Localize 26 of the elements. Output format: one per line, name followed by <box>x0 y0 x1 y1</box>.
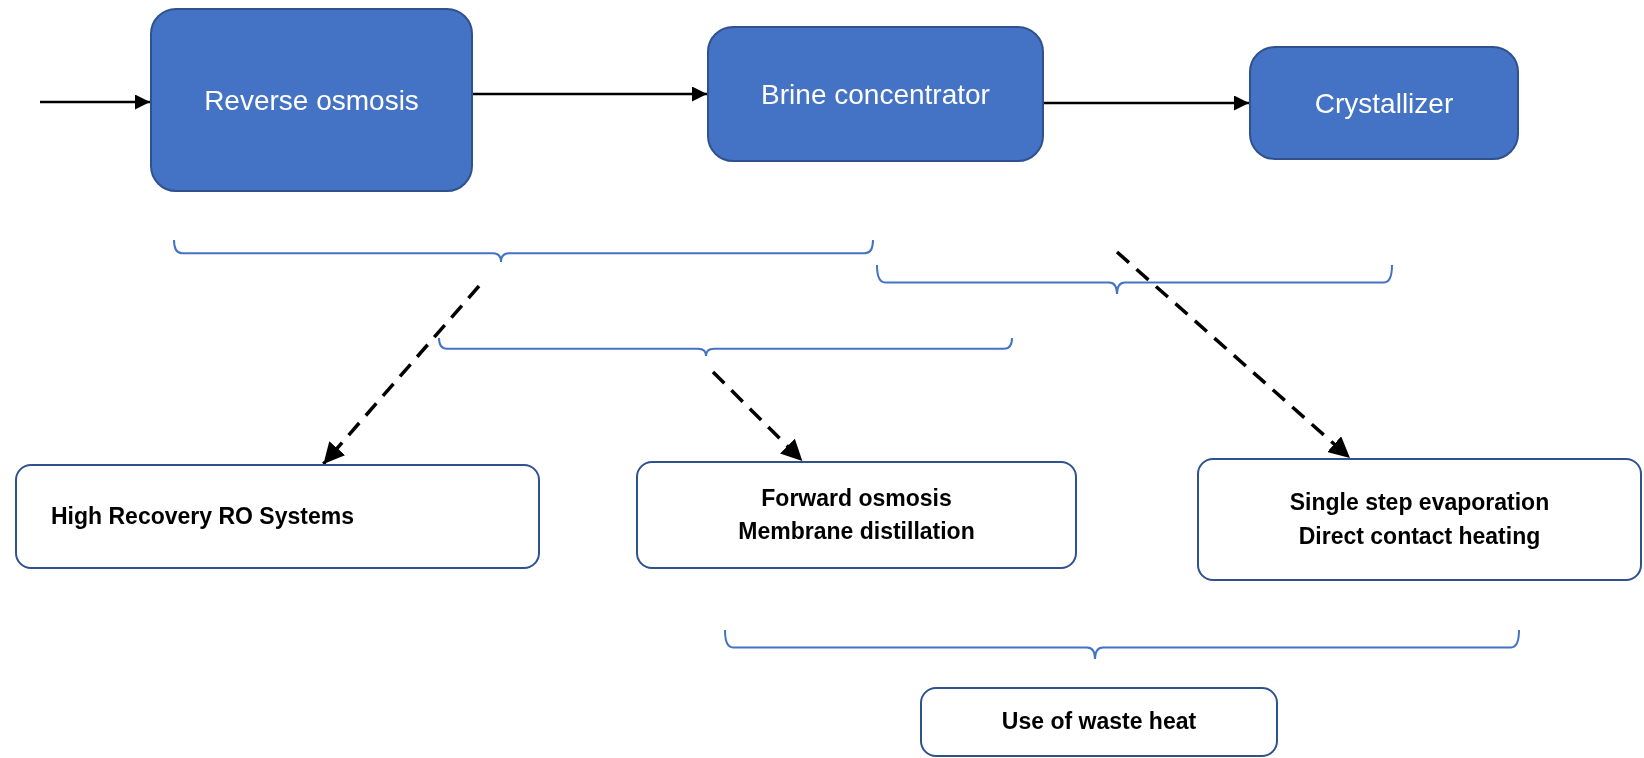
bracket <box>173 239 874 263</box>
box-label: Crystallizer <box>1314 86 1454 121</box>
box-label: High Recovery RO Systems <box>51 501 354 531</box>
box-label: Single step evaporation <box>1289 488 1550 518</box>
dashed-arrow <box>711 370 804 463</box>
box-label: Forward osmosis <box>761 483 952 513</box>
bracket <box>438 337 1013 357</box>
arrow <box>40 94 150 110</box>
option-box <box>920 687 1278 757</box>
option-box <box>1197 458 1642 581</box>
option-box <box>636 461 1077 569</box>
bracket <box>724 629 1520 660</box>
box-label: Use of waste heat <box>1001 707 1197 737</box>
option-box <box>15 464 540 569</box>
dashed-arrow <box>1115 250 1352 460</box>
bracket <box>876 264 1393 295</box>
box-label: Membrane distillation <box>738 517 975 546</box>
process-box <box>1249 46 1519 160</box>
box-label: Brine concentrator <box>761 77 990 112</box>
arrow <box>473 86 707 102</box>
arrow <box>1044 95 1249 111</box>
dashed-arrow <box>322 284 481 466</box>
process-box <box>150 8 473 192</box>
process-box <box>707 26 1044 162</box>
box-label: Reverse osmosis <box>204 83 419 118</box>
box-label: Direct contact heating <box>1298 521 1541 551</box>
